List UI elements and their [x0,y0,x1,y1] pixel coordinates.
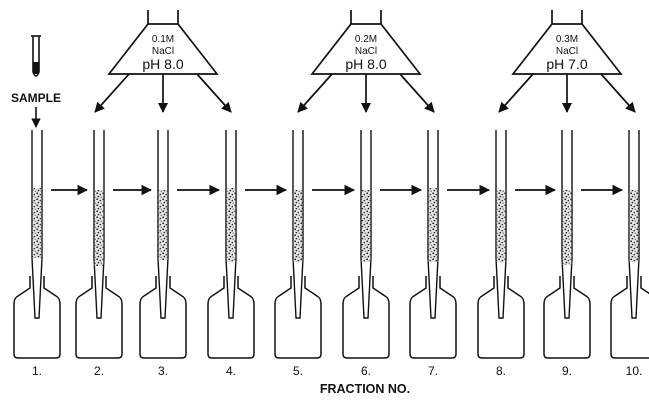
column-unit [477,130,525,359]
resin-bed [293,190,303,262]
fraction-label: 3. [158,364,168,378]
buffer-ph: pH 7.0 [546,56,587,72]
collection-vial [274,276,322,359]
resin-bed [32,188,42,258]
buffer-molarity: 0.2M [355,34,377,45]
collection-vial [139,276,187,359]
resin-bed [226,188,236,262]
column-unit [207,130,255,359]
column-unit [610,130,649,359]
buffer-salt: NaCl [355,46,377,57]
fraction-label: 10. [626,364,643,378]
resin-bed [94,190,104,266]
axis-title: FRACTION NO. [320,382,410,396]
collection-vial [75,276,123,359]
buffer-molarity: 0.1M [152,34,174,45]
fraction-label: 6. [361,364,371,378]
fraction-label: 7. [428,364,438,378]
column-series [13,130,649,359]
column-unit [13,130,61,359]
resin-bed [629,190,639,262]
buffer-arrow [196,73,232,113]
buffer-ph: pH 8.0 [345,56,386,72]
buffer-arrow [600,73,636,113]
fraction-label: 2. [94,364,104,378]
buffer-arrow [498,73,534,113]
resin-bed [158,190,168,260]
buffer-salt: NaCl [152,46,174,57]
buffer-arrow [399,73,435,113]
column-unit [274,130,322,359]
column-unit [342,130,390,359]
collection-vial [342,276,390,359]
collection-vial [207,276,255,359]
sample-tube [31,35,41,77]
buffer-molarity: 0.3M [556,34,578,45]
fraction-label: 5. [293,364,303,378]
buffer-arrow [297,73,333,113]
fraction-label: 4. [226,364,236,378]
column-unit [139,130,187,359]
resin-bed [496,190,506,262]
collection-vial [477,276,525,359]
buffer-salt: NaCl [556,46,578,57]
collection-vial [409,276,457,359]
resin-bed [428,188,438,262]
collection-vial [610,276,649,359]
buffer-arrow [94,73,130,113]
fraction-labels: 1. 2. 3. 4. 5. 6. 7. 8. 9. 10. [32,364,642,378]
resin-bed [562,190,572,265]
column-unit [409,130,457,359]
sample-label: SAMPLE [11,91,61,105]
fraction-label: 9. [562,364,572,378]
column-unit [75,130,123,359]
fraction-label: 8. [496,364,506,378]
fraction-label: 1. [32,364,42,378]
resin-bed [361,190,371,262]
collection-vial [543,276,591,359]
collection-vial [13,276,61,359]
buffer-ph: pH 8.0 [142,56,183,72]
column-unit [543,130,591,359]
